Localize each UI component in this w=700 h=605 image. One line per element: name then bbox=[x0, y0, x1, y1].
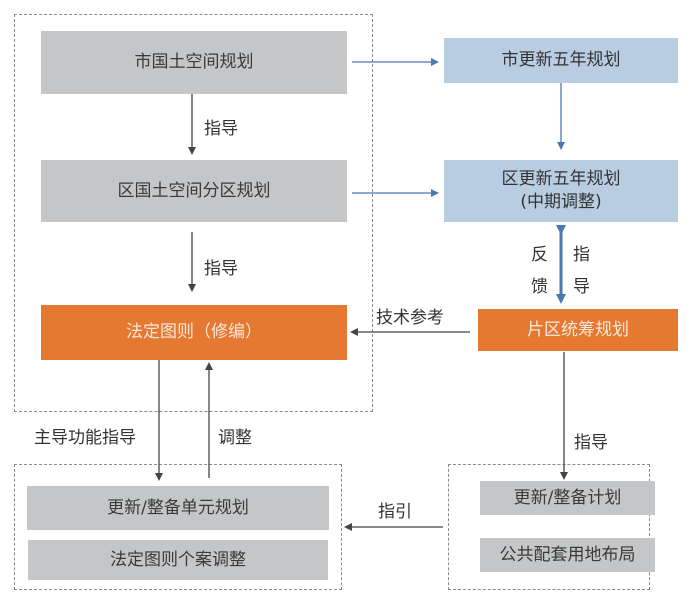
label-adjust: 调整 bbox=[218, 428, 252, 448]
label-lead: 指引 bbox=[378, 502, 412, 522]
node-district-renewal-plan: 区更新五年规划 (中期调整) bbox=[444, 160, 678, 222]
label-feedback-1: 反 bbox=[531, 245, 548, 265]
label-guide-3: 指导 bbox=[574, 433, 608, 453]
node-statutory-case-adjust: 法定图则个案调整 bbox=[28, 540, 328, 580]
node-district-renewal-plan-title: 区更新五年规划 bbox=[501, 169, 621, 190]
node-district-land-plan: 区国土空间分区规划 bbox=[41, 160, 347, 222]
label-tech-reference: 技术参考 bbox=[376, 308, 444, 328]
node-public-facility-layout: 公共配套用地布局 bbox=[480, 538, 655, 572]
label-dominant-function-guide: 主导功能指导 bbox=[34, 428, 136, 448]
node-statutory-plan: 法定图则（修编） bbox=[41, 305, 347, 360]
label-guide-2: 指导 bbox=[204, 259, 238, 279]
label-guide-v-1: 指 bbox=[573, 245, 590, 265]
node-district-renewal-plan-subtitle: (中期调整) bbox=[520, 192, 602, 212]
unit-planning-group bbox=[14, 464, 342, 590]
label-feedback-2: 馈 bbox=[531, 277, 548, 297]
node-city-land-plan: 市国土空间规划 bbox=[41, 31, 347, 94]
land-planning-group bbox=[14, 14, 373, 412]
label-guide-v-2: 导 bbox=[573, 277, 590, 297]
node-area-coordination-plan: 片区统筹规划 bbox=[478, 309, 678, 351]
node-renewal-program: 更新/整备计划 bbox=[480, 481, 655, 515]
node-city-renewal-plan: 市更新五年规划 bbox=[444, 38, 678, 83]
renewal-program-group bbox=[448, 464, 650, 590]
node-unit-plan: 更新/整备单元规划 bbox=[27, 486, 329, 530]
label-guide-1: 指导 bbox=[204, 119, 238, 139]
